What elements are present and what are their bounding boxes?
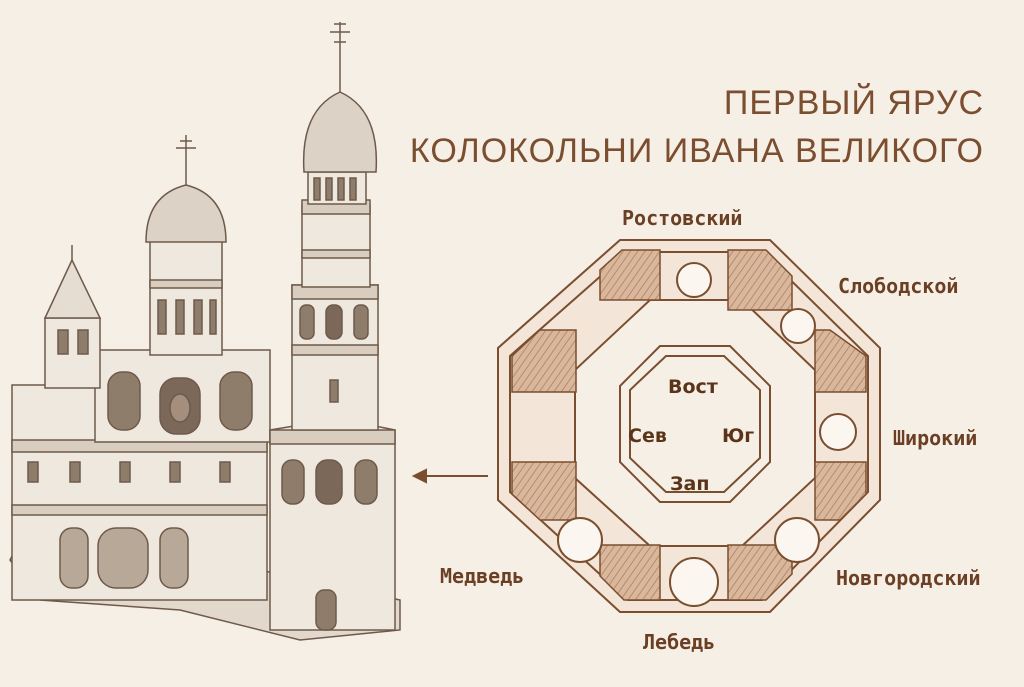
bell-label-rostovsky: Ростовский	[622, 206, 743, 230]
arrow-left-icon	[411, 468, 488, 484]
bell-openings	[557, 262, 857, 607]
floor-plan	[497, 239, 881, 613]
bell-tower-illustration	[9, 22, 401, 641]
direction-east: Вост	[668, 376, 718, 398]
bell-label-shiroky: Широкий	[893, 426, 978, 450]
bell-label-novgorodsky: Новгородский	[836, 566, 981, 590]
wall-piers	[511, 249, 867, 601]
diagram-title-line1: ПЕРВЫЙ ЯРУС	[723, 84, 984, 122]
direction-south: Юг	[722, 425, 755, 447]
direction-bottom: Зап	[670, 473, 710, 495]
bell-label-lebed: Лебедь	[643, 630, 716, 654]
diagram-title-line2: КОЛОКОЛЬНИ ИВАНА ВЕЛИКОГО	[409, 132, 984, 170]
bell-label-medved: Медведь	[440, 564, 525, 588]
bell-label-slobodskoy: Слободской	[838, 274, 959, 298]
direction-west: Сев	[628, 425, 667, 447]
